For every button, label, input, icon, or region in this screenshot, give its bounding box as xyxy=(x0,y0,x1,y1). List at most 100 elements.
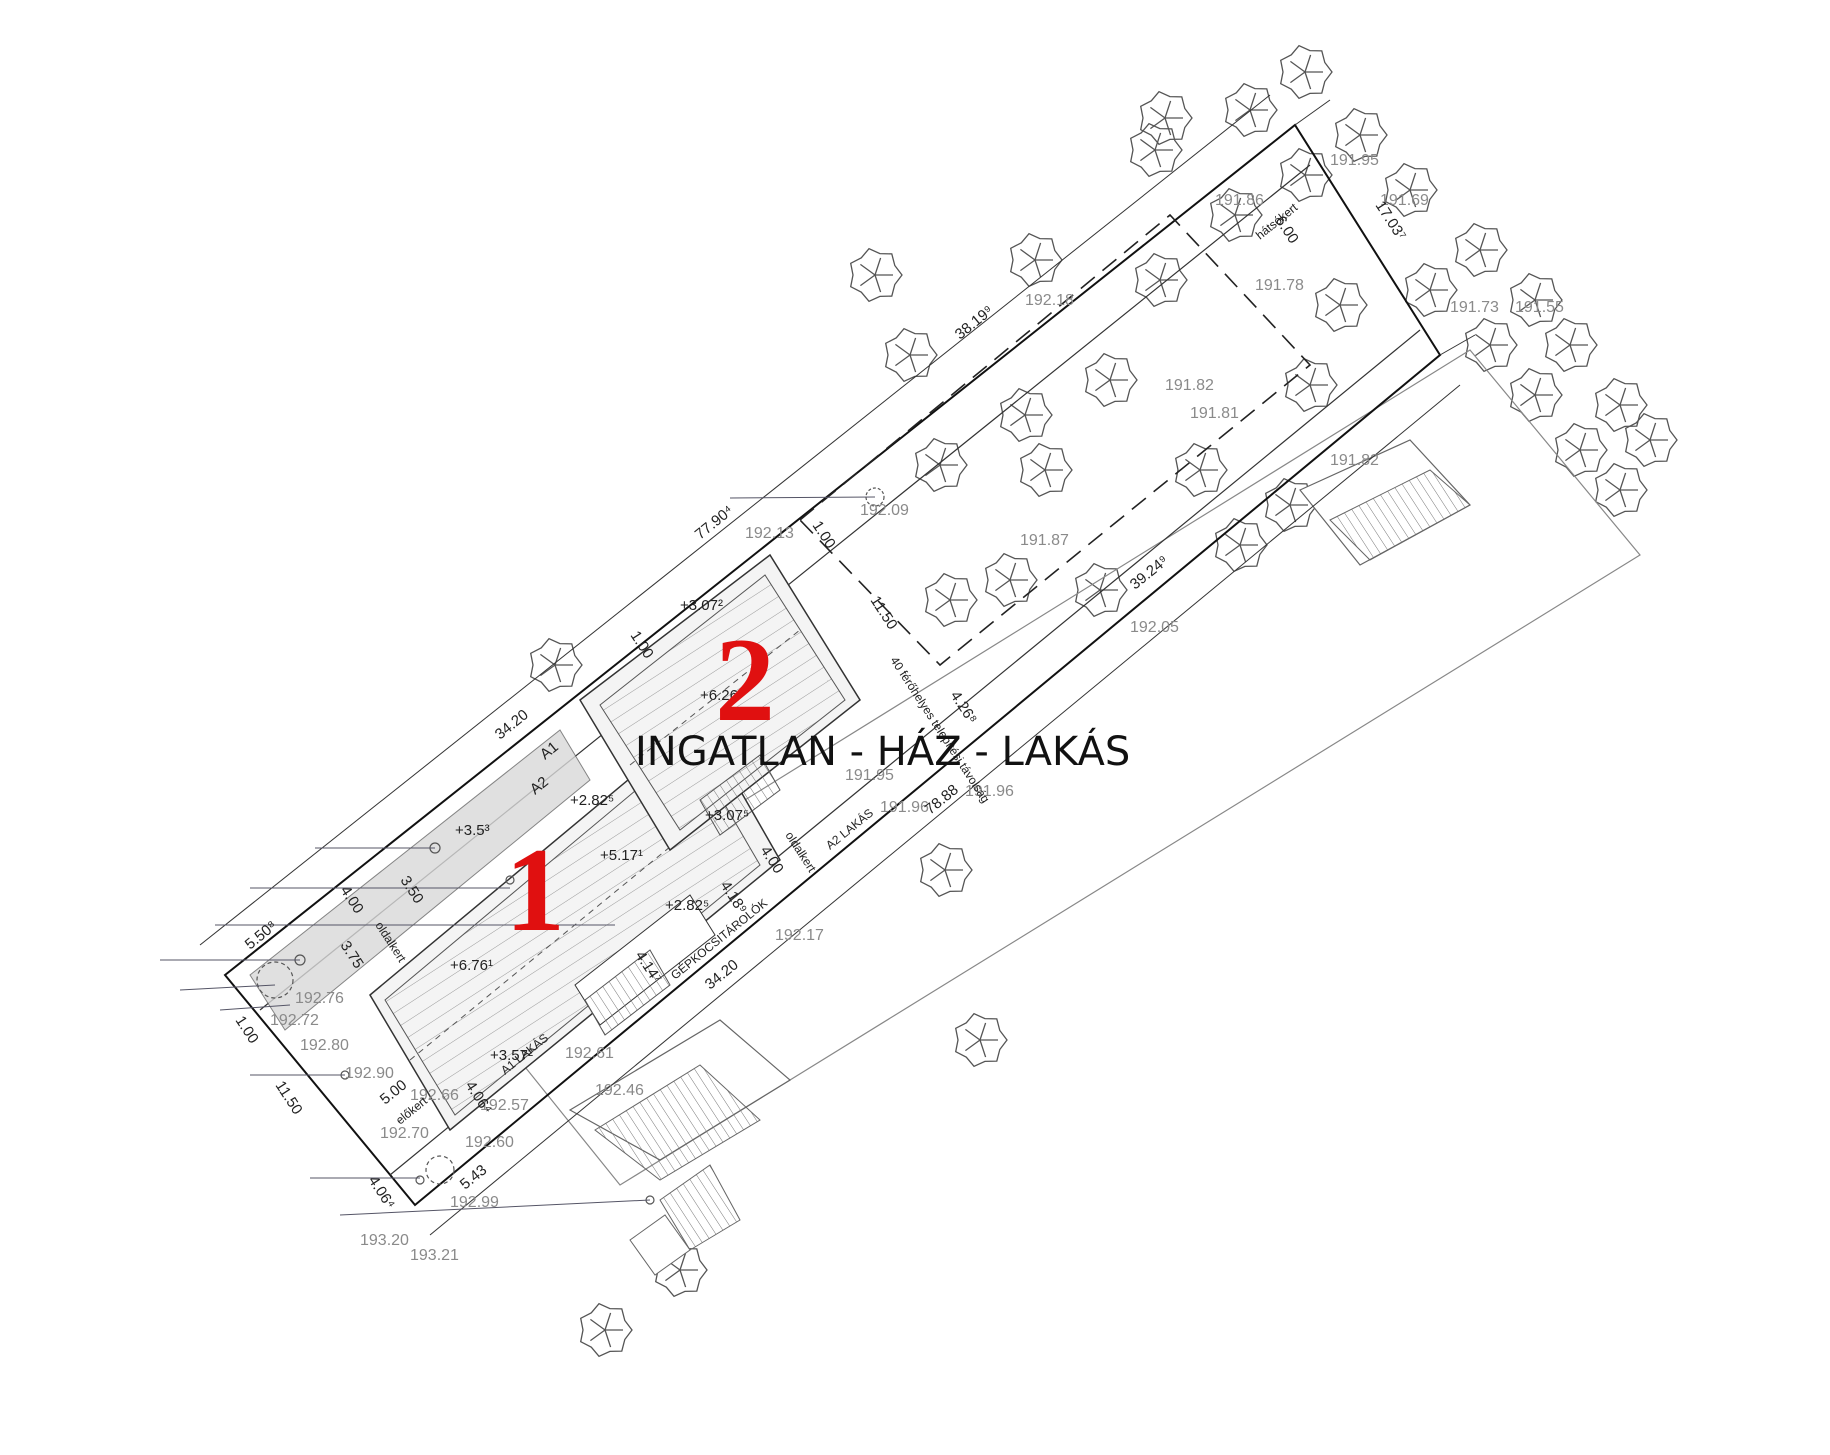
tree-icon-branch xyxy=(860,274,876,287)
tree-icon-branch xyxy=(1520,383,1536,396)
tree-icon-branch xyxy=(1225,533,1241,546)
tree-icon-branch xyxy=(1289,504,1297,523)
tree-icon-branch xyxy=(1520,288,1536,301)
tree-icon-branch xyxy=(860,263,876,276)
tree-icon-branch xyxy=(1150,106,1166,119)
tree-icon-branch xyxy=(1359,117,1367,136)
tree-icon-branch xyxy=(1479,249,1487,268)
height-5-17: +5.17¹ xyxy=(600,847,643,864)
tree-icon-branch xyxy=(1409,172,1417,191)
tree-icon xyxy=(1279,147,1333,203)
tree-icon-branch xyxy=(540,664,556,677)
tree-icon-branch xyxy=(925,464,941,477)
buildable-envelope xyxy=(798,213,1312,667)
tree-icon-branch xyxy=(1635,439,1651,452)
tree-icon-branch xyxy=(1569,344,1577,363)
tree-icon-branch xyxy=(1309,367,1317,386)
tree-icon xyxy=(1554,422,1608,478)
tree-icon-branch xyxy=(965,1039,981,1052)
tree-icon-branch xyxy=(1565,438,1581,451)
tree-icon-branch xyxy=(1010,414,1026,427)
elevation-label: 192.99 xyxy=(450,1194,499,1211)
tree-icon-branch xyxy=(1295,384,1311,397)
height-3-53: +3.5³ xyxy=(455,822,490,839)
tree-icon-branch xyxy=(1649,422,1657,441)
height-3-07a: +3.07² xyxy=(680,597,723,614)
tree-icon xyxy=(919,842,973,898)
elevation-label: 192.61 xyxy=(565,1045,614,1062)
tree-icon-branch xyxy=(1185,469,1201,482)
tree-icon-branch xyxy=(1555,344,1571,357)
tree-icon-branch xyxy=(1154,149,1162,168)
tree-icon-branch xyxy=(1359,134,1367,153)
tree-icon-branch xyxy=(1034,259,1042,278)
height-6-26: +6.26¹ xyxy=(700,687,743,704)
tree-icon-branch xyxy=(979,1039,987,1058)
tree-icon xyxy=(1404,262,1458,318)
tree-icon-branch xyxy=(1030,469,1046,482)
tree-icon-branch xyxy=(1145,268,1161,281)
tree-icon-branch xyxy=(1555,333,1571,346)
tree-icon-branch xyxy=(1199,452,1207,471)
tree-icon-branch xyxy=(1099,572,1107,591)
tree-icon-branch xyxy=(679,1269,687,1288)
tree-icon-branch xyxy=(939,464,947,483)
tree-icon xyxy=(1544,317,1598,373)
elevation-label: 192.18 xyxy=(1025,292,1074,309)
height-2-82a: +2.82⁵ xyxy=(570,792,614,809)
elevation-label: 191.95 xyxy=(845,767,894,784)
elevation-label: 192.05 xyxy=(1130,619,1179,636)
tree-icon-branch xyxy=(1044,469,1052,488)
tree-icon-branch xyxy=(909,337,917,356)
tree-icon-branch xyxy=(1579,432,1587,451)
tree-icon-branch xyxy=(935,599,951,612)
height-3-57: +3.57² xyxy=(490,1047,533,1064)
tree-icon-branch xyxy=(1465,249,1481,262)
tree-icon-branch xyxy=(949,582,957,601)
height-6-76: +6.76¹ xyxy=(450,957,493,974)
tree-icon xyxy=(1264,477,1318,533)
tree-icon-branch xyxy=(1225,544,1241,557)
tree-icon-branch xyxy=(1140,138,1156,151)
elevation-label: 191.96 xyxy=(880,799,929,816)
tree-icon-branch xyxy=(1140,149,1156,162)
tree-icon xyxy=(529,637,583,693)
tree-icon-branch xyxy=(665,1269,681,1282)
tree-icon-branch xyxy=(1164,117,1172,136)
tree-icon-branch xyxy=(930,858,946,871)
tree-icon xyxy=(884,327,938,383)
tree-icon-branch xyxy=(1009,579,1017,598)
tree-icon-branch xyxy=(1409,189,1417,208)
tree-icon-branch xyxy=(995,568,1011,581)
tree-icon xyxy=(1624,412,1678,468)
tree-icon xyxy=(849,247,903,303)
tree-icon-branch xyxy=(540,653,556,666)
tree-icon-branch xyxy=(1465,238,1481,251)
elevation-label: 193.20 xyxy=(360,1232,409,1249)
tree-icon-branch xyxy=(1239,544,1247,563)
tree-icon-branch xyxy=(1034,242,1042,261)
tree-icon-branch xyxy=(1325,293,1341,306)
tree-icon-branch xyxy=(1295,373,1311,386)
tree-icon xyxy=(914,437,968,493)
tree-icon-branch xyxy=(1489,344,1497,363)
tree-icon-branch xyxy=(925,453,941,466)
tree-icon-branch xyxy=(1030,458,1046,471)
tree-icon-branch xyxy=(1220,214,1236,227)
tree-icon xyxy=(1074,562,1128,618)
elevation-label: 193.21 xyxy=(410,1247,459,1264)
elevation-label: 192.46 xyxy=(595,1082,644,1099)
tree-icon xyxy=(954,1012,1008,1068)
tree-icon-branch xyxy=(1579,449,1587,468)
tree-icon-branch xyxy=(1534,394,1542,413)
elevation-label: 191.86 xyxy=(1215,192,1264,209)
tree-icon-branch xyxy=(1099,589,1107,608)
tree-icon-branch xyxy=(874,274,882,293)
building-a2 xyxy=(579,553,861,852)
tree-icon-branch xyxy=(1220,203,1236,216)
elevation-label: 192.90 xyxy=(345,1065,394,1082)
tree-icon xyxy=(579,1302,633,1358)
tree-icon-branch xyxy=(1415,289,1431,302)
tree-icon-branch xyxy=(944,869,952,888)
tree-icon-branch xyxy=(1044,452,1052,471)
